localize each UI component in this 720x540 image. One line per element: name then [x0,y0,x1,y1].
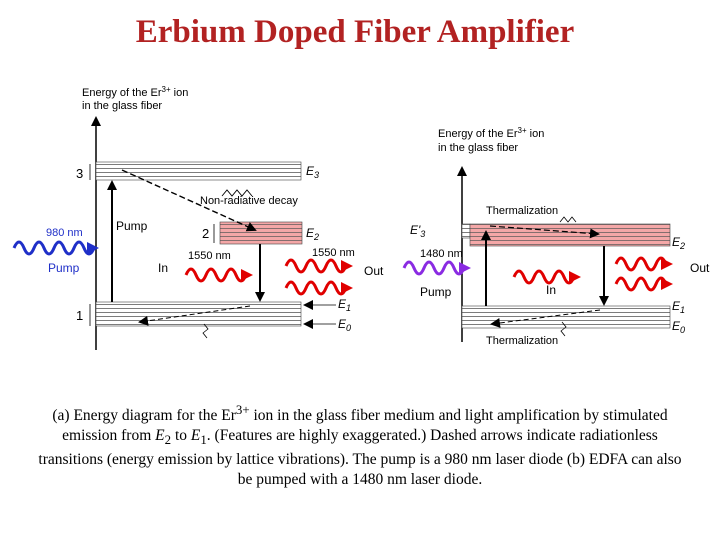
panel-a-level-1-number: 1 [76,308,83,323]
panel-b-thermalization-top-squiggle [559,216,577,223]
panel-a-axis-label-2: in the glass fiber [82,100,162,112]
panel-a-level-1-relaxation [138,305,251,326]
panel-a-pump-wavelength: 980 nm [46,227,83,239]
panel-a-in-label: In [158,261,168,275]
panel-b-axis-label: Energy of the Er3+ ion [438,126,544,140]
panel-a-signal-out-wave-1 [284,258,348,274]
panel-a-nonradiative-arrow [121,169,257,232]
panel-b-level-e3p-band [461,223,471,239]
panel-b-signal-in-wave [512,269,576,285]
panel-a-nonradiative-label: Non-radiative decay [200,195,298,207]
panel-a-nonradiative-squiggle [221,189,253,197]
panel-b-out-label: Out [690,261,710,275]
panel-b: Energy of the Er3+ ion in the glass fibe… [402,126,710,347]
panel-a-label-e0: E0 [338,317,351,333]
panel-b-thermalization-top-label: Thermalization [486,205,558,217]
panel-a-level-2-band [219,221,303,245]
panel-b-level-e1-band [461,305,671,329]
panel-b-label-e3p: E'3 [410,223,425,239]
edfa-diagram: Energy of the Er3+ ion in the glass fibe… [12,85,710,350]
panel-b-thermalization-bottom-label: Thermalization [486,335,558,347]
panel-b-pump-wavelength: 1480 nm [420,248,463,260]
panel-a-pump-label: Pump [48,261,80,275]
panel-a-level-3-number: 3 [76,166,83,181]
panel-b-level-e2-band [469,223,671,247]
panel-a-axis-label: Energy of the Er3+ ion [82,85,188,99]
panel-b-signal-out-wave-1 [614,256,668,272]
panel-b-label-e1: E1 [672,299,685,315]
panel-a-signal-in-wave [184,267,248,283]
panel-b-label-e0: E0 [672,319,685,335]
panel-b-thermalization-top-arrow [489,225,600,239]
panel-b-in-label: In [546,283,556,297]
panel-a-label-e1: E1 [338,297,351,313]
panel-a-signal-in-wavelength: 1550 nm [188,250,231,262]
panel-a-label-e2: E2 [306,226,319,242]
panel-b-thermalization-bottom-squiggle [560,321,567,337]
panel-a-signal-out-wavelength: 1550 nm [312,247,355,259]
panel-a-level-2-number: 2 [202,226,209,241]
panel-b-signal-out-wave-2 [614,276,668,292]
panel-b-label-e2: E2 [672,235,685,251]
panel-a-level-1-squiggle [202,323,209,339]
panel-a-level-1-band [95,301,302,327]
panel-a-pump-wave [12,240,96,256]
panel-a-level-3-band [95,161,302,181]
panel-b-thermalization-bottom-arrow [490,309,601,328]
panel-b-pump-label: Pump [420,285,452,299]
panel-a-signal-out-wave-2 [284,280,348,296]
slide-title: Erbium Doped Fiber Amplifier [135,14,575,50]
panel-a-out-label: Out [364,264,384,278]
panel-a-label-e3: E3 [306,164,319,180]
panel-a: Energy of the Er3+ ion in the glass fibe… [12,85,384,350]
figure-caption: (a) Energy diagram for the Er3+ ion in t… [38,402,682,489]
panel-a-pump-inner-label: Pump [116,219,148,233]
panel-b-pump-wave [402,260,466,276]
panel-b-axis-label-2: in the glass fiber [438,142,518,154]
